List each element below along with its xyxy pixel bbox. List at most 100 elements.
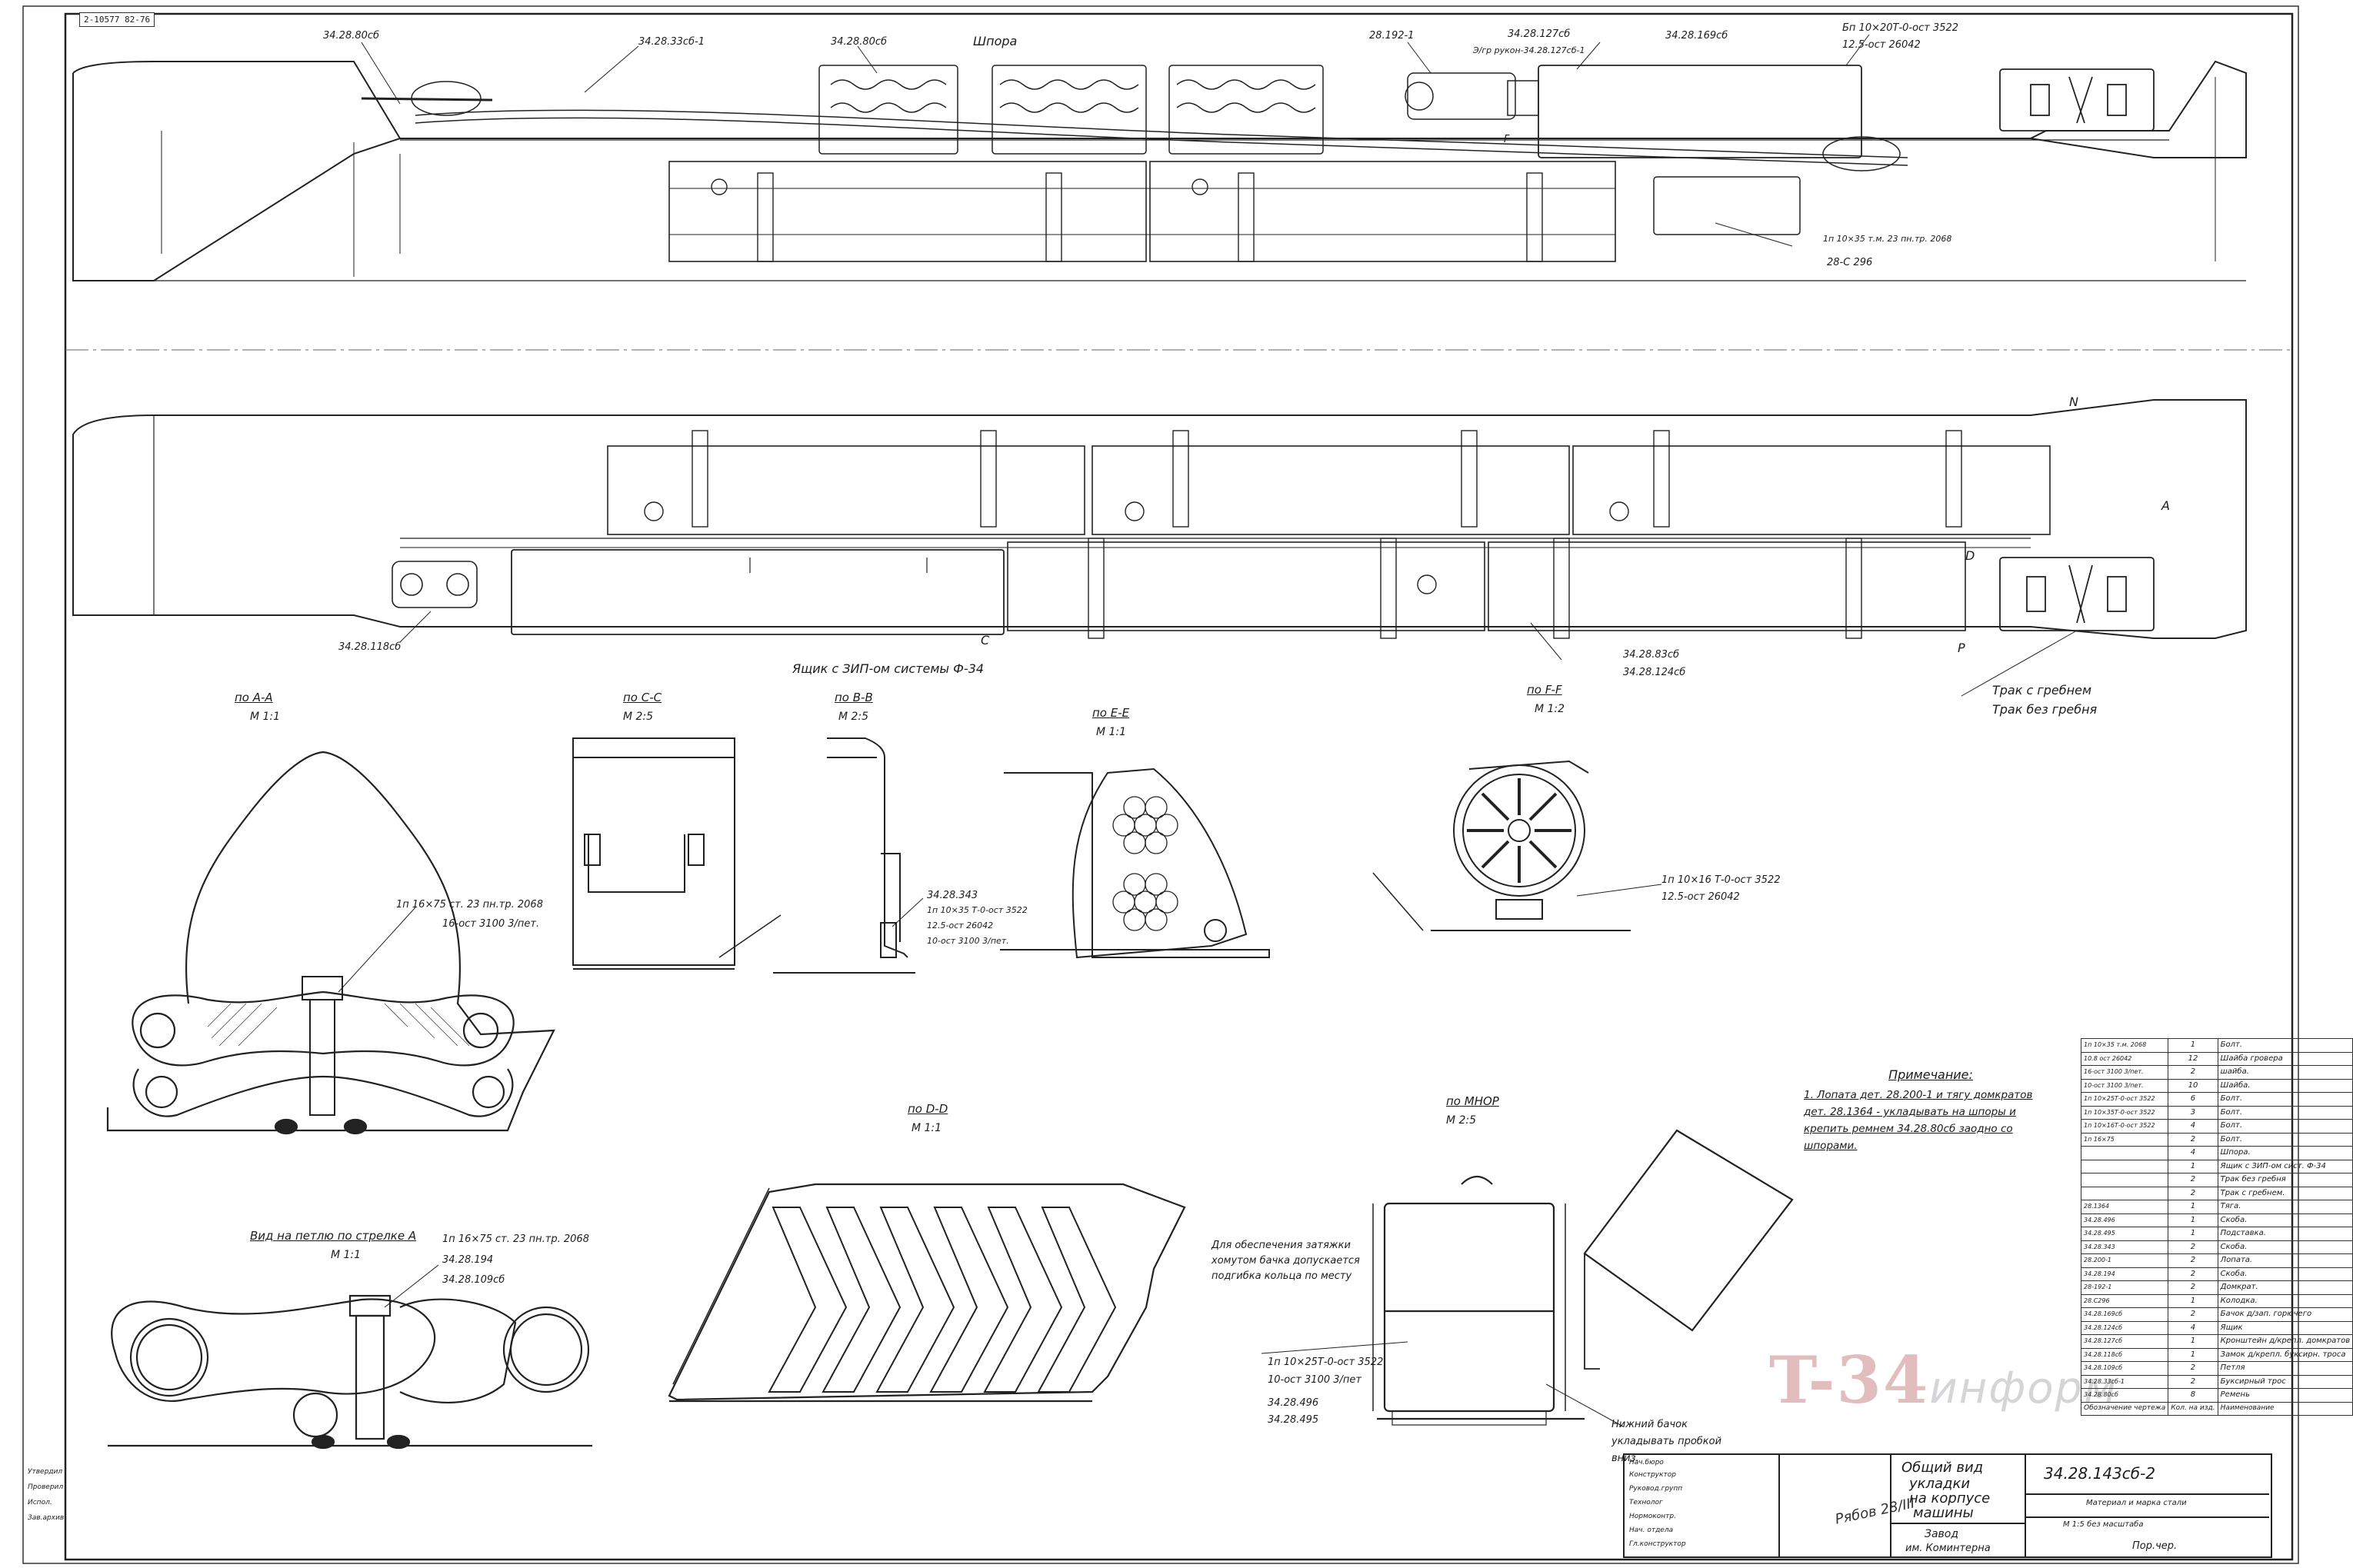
role-2: Конструктор bbox=[1629, 1471, 1676, 1479]
section-aa-drawing bbox=[106, 751, 555, 1135]
parts-designation: 28.С296 bbox=[2080, 1293, 2169, 1308]
zip-box bbox=[511, 549, 1005, 635]
top-plan-view bbox=[72, 60, 2247, 281]
parts-designation: 34.28.33сб-1 bbox=[2080, 1374, 2169, 1389]
parts-designation: 16-ост 3100 3/пет. bbox=[2080, 1065, 2169, 1080]
track-links-bottom bbox=[1999, 557, 2155, 631]
role-7: Гл.конструктор bbox=[1629, 1540, 1686, 1548]
boxes-bottom-lower bbox=[1007, 538, 1966, 639]
parts-qty: 8 bbox=[2168, 1388, 2218, 1403]
section-mark-d: D bbox=[1965, 548, 1975, 563]
section-aa-scale: М 1:1 bbox=[250, 711, 281, 723]
parts-name: Болт. bbox=[2217, 1092, 2353, 1107]
callout-bottom-2: Ящик с ЗИП-ом системы Ф-34 bbox=[792, 661, 985, 676]
parts-designation: Обозначение чертежа bbox=[2080, 1401, 2169, 1416]
rivet-row bbox=[399, 77, 2216, 261]
title-block: Нач.бюро Конструктор Руковод.групп Техно… bbox=[1623, 1453, 2272, 1558]
parts-qty: 10 bbox=[2168, 1078, 2218, 1093]
parts-name: Скоба. bbox=[2217, 1213, 2353, 1227]
title-name-1: Общий вид bbox=[1901, 1460, 1984, 1476]
archive-stamp: 2-10577 82-76 bbox=[79, 12, 155, 27]
parts-qty: 2 bbox=[2168, 1253, 2218, 1268]
drawing-number: 34.28.143сб-2 bbox=[2044, 1464, 2156, 1483]
parts-name: Скоба. bbox=[2217, 1240, 2353, 1254]
section-aa-callout-1: 1п 16×75 ст. 23 пн.тр. 2068 bbox=[396, 899, 543, 911]
section-bb-drawing bbox=[773, 737, 915, 974]
section-mark-c: C bbox=[981, 633, 990, 648]
callout-top-12: 28-С 296 bbox=[1827, 257, 1873, 268]
section-mnop-scale: М 2:5 bbox=[1446, 1114, 1477, 1127]
parts-name: Домкрат. bbox=[2217, 1280, 2353, 1295]
parts-qty: 4 bbox=[2168, 1146, 2218, 1160]
parts-qty: 1 bbox=[2168, 1347, 2218, 1362]
parts-designation: 34.28.127сб bbox=[2080, 1334, 2169, 1349]
section-aa-callout-2: 16-ост 3100 3/пет. bbox=[442, 918, 540, 930]
parts-designation: 34.28.118сб bbox=[2080, 1347, 2169, 1362]
parts-designation: 1п 16×75 bbox=[2080, 1132, 2169, 1147]
parts-name: Трак с гребнем. bbox=[2217, 1186, 2353, 1200]
parts-designation: 34.28.80сб bbox=[2080, 1388, 2169, 1403]
parts-name: Шайба. bbox=[2217, 1078, 2353, 1093]
parts-qty: 2 bbox=[2168, 1065, 2218, 1080]
outer-frame bbox=[22, 5, 2299, 1564]
notes-title: Примечание: bbox=[1888, 1067, 1973, 1082]
parts-designation: 1п 10×25Т-0-ост 3522 bbox=[2080, 1092, 2169, 1107]
callout-bottom-1: 34.28.118сб bbox=[338, 641, 402, 653]
fins bbox=[1467, 778, 1571, 883]
parts-designation: 28-192-1 bbox=[2080, 1280, 2169, 1295]
boxes-top bbox=[668, 161, 1616, 262]
parts-qty: 2 bbox=[2168, 1132, 2218, 1147]
callout-top-9: Бп 10×20Т-0-ост 3522 bbox=[1842, 22, 1959, 34]
callout-bottom-6: Трак без гребня bbox=[1992, 702, 2098, 717]
parts-designation: 34.28.194 bbox=[2080, 1267, 2169, 1281]
parts-name: Трак без гребня bbox=[2217, 1173, 2353, 1187]
role-5: Нормоконтр. bbox=[1629, 1513, 1676, 1520]
parts-designation: 34.28.495 bbox=[2080, 1227, 2169, 1241]
scale-note: М 1:5 без масштаба bbox=[2063, 1520, 2144, 1529]
parts-designation: 34.28.169сб bbox=[2080, 1307, 2169, 1322]
callout-top-1: 34.28.80сб bbox=[323, 30, 380, 42]
parts-designation bbox=[2080, 1146, 2169, 1160]
section-cc-scale: М 2:5 bbox=[623, 711, 654, 723]
section-mnop-drawing bbox=[1372, 1129, 1794, 1426]
parts-designation bbox=[2080, 1159, 2169, 1174]
section-ee-drawing bbox=[1000, 767, 1270, 959]
parts-designation bbox=[2080, 1186, 2169, 1200]
watermark-logo: T-34информ bbox=[1769, 1342, 2118, 1418]
parts-qty: 2 bbox=[2168, 1307, 2218, 1322]
parts-qty: 1 bbox=[2168, 1293, 2218, 1308]
parts-qty: 4 bbox=[2168, 1119, 2218, 1134]
loop-callout-3: 34.28.109сб bbox=[442, 1274, 505, 1286]
section-ff-title: по F-F bbox=[1527, 683, 1562, 697]
callout-top-10: 12.5-ост 26042 bbox=[1842, 39, 1921, 51]
parts-name: Ремень bbox=[2217, 1388, 2353, 1403]
loop-view-scale: М 1:1 bbox=[331, 1249, 362, 1261]
parts-qty: Кол. на изд. bbox=[2168, 1401, 2218, 1416]
margin-stamp-4: Зав.архив bbox=[28, 1514, 65, 1522]
role-6: Нач. отдела bbox=[1629, 1526, 1674, 1534]
fuel-tank-top bbox=[1538, 65, 1862, 158]
parts-name: Шайба гровера bbox=[2217, 1051, 2353, 1066]
section-dd-drawing bbox=[668, 1183, 1186, 1403]
section-mnop-note: Нижний бачок укладывать пробкой вниз. bbox=[1611, 1419, 1722, 1464]
parts-qty: 1 bbox=[2168, 1038, 2218, 1053]
parts-name: Болт. bbox=[2217, 1038, 2353, 1053]
title-name-4: машины bbox=[1913, 1505, 1974, 1521]
section-ff-drawing bbox=[1372, 760, 1631, 931]
